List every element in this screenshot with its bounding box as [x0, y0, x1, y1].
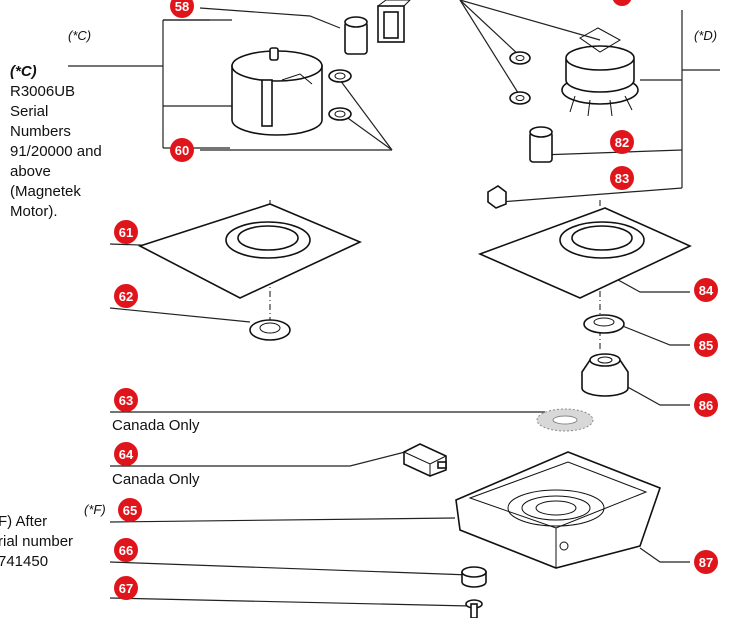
canada-only-63: Canada Only: [112, 417, 200, 434]
part-64-switch: [403, 443, 447, 477]
callout-60: 60: [170, 138, 194, 162]
leader-lines: [68, 0, 720, 607]
ref-f: (*F): [84, 502, 106, 517]
part-62-washer: [249, 319, 291, 341]
part-ring-left-b: [328, 107, 352, 121]
svg-text:Numbers: Numbers: [10, 123, 71, 140]
part-impeller: [561, 27, 639, 117]
part-82-cylinder: [529, 126, 553, 163]
svg-text:(Magnetek: (Magnetek: [10, 183, 81, 200]
ref-d-top: (*D): [694, 28, 717, 43]
svg-text:67: 67: [119, 581, 133, 596]
part-67-screw: [465, 599, 483, 618]
note-c: (*C) R3006UB Serial Numbers 91/20000 and…: [10, 63, 102, 220]
svg-text:84: 84: [699, 283, 714, 298]
svg-text:65: 65: [123, 503, 137, 518]
part-63-mesh-disc: [536, 408, 594, 432]
part-86-bushing: [581, 353, 629, 397]
note-f: F) After rial number 741450: [0, 513, 73, 570]
part-61-gasket: [137, 203, 362, 299]
callout-64: 64: [114, 442, 138, 466]
svg-text:82: 82: [615, 135, 629, 150]
svg-text:87: 87: [699, 555, 713, 570]
part-ring-left-a: [328, 69, 352, 83]
callout-84: 84: [694, 278, 718, 302]
part-ring-right-b: [509, 91, 531, 105]
part-58-cylinder: [344, 16, 368, 55]
svg-text:Serial: Serial: [10, 103, 48, 120]
callout-partial-top: [612, 0, 632, 6]
svg-text:62: 62: [119, 289, 133, 304]
part-65-base-tray: [455, 451, 662, 569]
canada-only-64: Canada Only: [112, 471, 200, 488]
svg-text:61: 61: [119, 225, 133, 240]
svg-text:rial number: rial number: [0, 533, 73, 550]
callout-61: 61: [114, 220, 138, 244]
svg-text:85: 85: [699, 338, 713, 353]
svg-text:86: 86: [699, 398, 713, 413]
svg-text:above: above: [10, 163, 51, 180]
callout-67: 67: [114, 576, 138, 600]
part-66-foot: [461, 566, 487, 588]
svg-text:F) After: F) After: [0, 513, 47, 530]
svg-text:64: 64: [119, 447, 134, 462]
callout-85: 85: [694, 333, 718, 357]
svg-text:60: 60: [175, 143, 189, 158]
callout-66: 66: [114, 538, 138, 562]
svg-text:R3006UB: R3006UB: [10, 83, 75, 100]
ref-c-top: (*C): [68, 28, 91, 43]
callout-62: 62: [114, 284, 138, 308]
part-ring-right-a: [509, 51, 531, 65]
callout-82: 82: [610, 130, 634, 154]
svg-text:63: 63: [119, 393, 133, 408]
part-58-bracket: [377, 0, 411, 43]
svg-text:66: 66: [119, 543, 133, 558]
callout-63: 63: [114, 388, 138, 412]
svg-text:741450: 741450: [0, 553, 48, 570]
svg-text:58: 58: [175, 0, 189, 14]
callout-65: 65: [118, 498, 142, 522]
callout-83: 83: [610, 166, 634, 190]
callout-87: 87: [694, 550, 718, 574]
part-83-clip: [487, 185, 507, 209]
svg-text:83: 83: [615, 171, 629, 186]
callout-86: 86: [694, 393, 718, 417]
callout-58: 58: [170, 0, 194, 18]
svg-text:Motor).: Motor).: [10, 203, 58, 220]
svg-text:91/20000 and: 91/20000 and: [10, 143, 102, 160]
svg-text:(*C): (*C): [10, 63, 37, 80]
part-84-gasket: [477, 207, 692, 299]
part-60-housing: [231, 47, 323, 136]
part-85-washer: [583, 314, 625, 334]
